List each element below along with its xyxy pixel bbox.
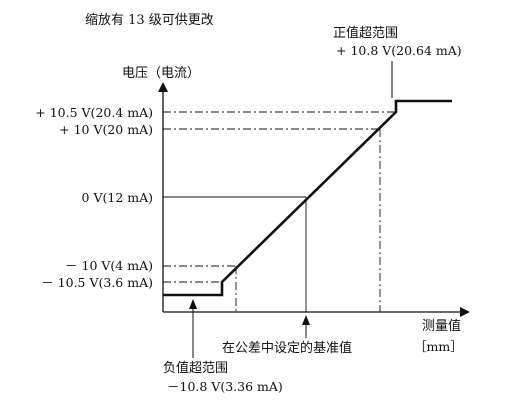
y-axis-arrow-icon <box>158 82 168 92</box>
level-label-plus-10: + 10 V(20 mA) <box>59 122 153 137</box>
positive-overrange-value: + 10.8 V(20.64 mA) <box>336 43 462 58</box>
y-axis-label: 电压（电流） <box>122 66 200 81</box>
output-characteristic-line <box>163 99 452 297</box>
level-label-plus-10-5: + 10.5 V(20.4 mA) <box>35 105 153 120</box>
x-axis-arrow-icon <box>460 307 470 317</box>
negative-overrange-title: 负值超范围 <box>163 360 228 376</box>
negative-overrange-arrow-icon <box>189 299 197 309</box>
caption-text: 缩放有 13 级可供更改 <box>85 12 214 28</box>
level-label-zero: 0 V(12 mA) <box>82 190 153 205</box>
level-label-minus-10-5: － 10.5 V(3.6 mA) <box>41 275 153 290</box>
negative-overrange-value: －10.8 V(3.36 mA) <box>167 379 283 394</box>
tolerance-label: 在公差中设定的基准值 <box>222 340 352 356</box>
x-axis-unit: ［mm］ <box>414 339 463 354</box>
x-axis-label: 测量值 <box>422 318 461 334</box>
tolerance-arrow-icon <box>302 315 310 325</box>
positive-overrange-title: 正值超范围 <box>333 25 398 41</box>
level-label-minus-10: － 10 V(4 mA) <box>65 258 153 273</box>
